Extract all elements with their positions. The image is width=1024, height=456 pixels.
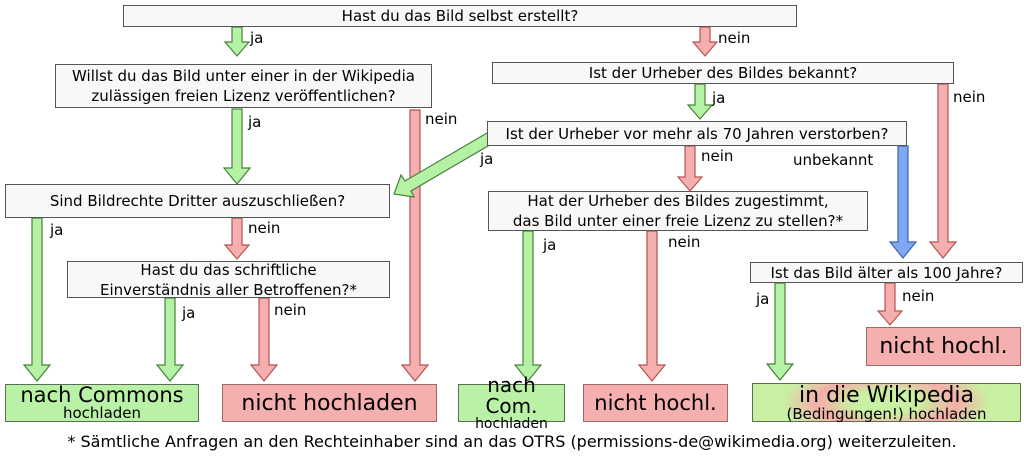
result-subtext: (Bedingungen!) hochladen — [786, 404, 987, 423]
arrow-nein-author-agreed — [637, 230, 667, 382]
result-nach-commons-short: nach Com. hochladen — [458, 374, 565, 431]
result-text: nach Commons — [20, 383, 184, 407]
edge-label-ja-written-consent: ja — [182, 304, 196, 322]
edge-label-ja-author-agreed: ja — [543, 236, 557, 254]
arrow-nein-author-known — [928, 83, 958, 259]
edge-label-nein-written-consent: nein — [274, 301, 307, 319]
question-written-consent: Hast du das schriftliche Einverständnis … — [67, 260, 390, 299]
question-text-line2: das Bild unter einer freie Lizenz zu ste… — [512, 212, 844, 230]
edge-label-unbekannt-died-70-years: unbekannt — [793, 151, 874, 169]
question-third-party-rights: Sind Bildrechte Dritter auszuschließen? — [5, 184, 390, 218]
footnote: * Sämtliche Anfragen an den Rechteinhabe… — [67, 432, 957, 451]
edge-label-nein-older-100-years: nein — [902, 287, 935, 305]
arrow-ja-author-agreed — [513, 230, 543, 382]
question-text-line2: Einverständnis aller Betroffenen?* — [100, 280, 357, 299]
question-text: Ist der Urheber des Bildes bekannt? — [588, 64, 858, 82]
question-text: Ist der Urheber vor mehr als 70 Jahren v… — [505, 124, 889, 143]
edge-label-ja-author-known: ja — [712, 89, 726, 107]
edge-label-ja-third-party: ja — [50, 221, 64, 239]
arrow-nein-older-100-years — [876, 282, 904, 326]
arrow-nein-free-license — [400, 109, 430, 382]
edge-label-ja-self-created: ja — [250, 29, 264, 47]
result-text: nicht hochl. — [594, 390, 717, 415]
question-text: Sind Bildrechte Dritter auszuschließen? — [49, 192, 346, 210]
edge-label-nein-third-party: nein — [248, 219, 281, 237]
edge-label-nein-died-70-years: nein — [701, 147, 734, 165]
arrow-ja-died-70-years-diagonal — [393, 132, 494, 198]
edge-label-nein-self-created: nein — [718, 29, 751, 47]
result-subtext: hochladen — [62, 404, 142, 422]
result-nicht-hochladen-short: nicht hochl. — [583, 384, 728, 422]
question-text-line2: zulässigen freien Lizenz veröffentlichen… — [91, 87, 396, 105]
question-died-70-years: Ist der Urheber vor mehr als 70 Jahren v… — [487, 121, 907, 146]
arrow-nein-written-consent — [249, 297, 279, 382]
result-in-die-wikipedia: in die Wikipedia (Bedingungen!) hochlade… — [752, 383, 1021, 422]
result-nicht-hochladen: nicht hochladen — [222, 384, 437, 422]
arrow-ja-author-known — [686, 83, 714, 120]
question-author-known: Ist der Urheber des Bildes bekannt? — [492, 62, 954, 84]
edge-label-nein-author-agreed: nein — [668, 233, 701, 251]
edge-label-ja-older-100-years: ja — [756, 290, 770, 308]
result-subtext: hochladen — [475, 415, 548, 432]
question-text-line1: Hat der Urheber des Bildes zugestimmt, — [527, 192, 829, 210]
question-self-created: Hast du das Bild selbst erstellt? — [123, 5, 797, 27]
arrow-ja-free-license — [222, 108, 252, 185]
result-nach-commons: nach Commons hochladen — [5, 384, 199, 422]
result-text: nach Com. — [485, 372, 538, 418]
arrow-nein-died-70-years — [676, 145, 704, 192]
result-text: nicht hochl. — [879, 334, 1008, 359]
question-text: Hast du das Bild selbst erstellt? — [341, 7, 579, 25]
arrow-unbekannt-died-70-years — [888, 145, 918, 259]
arrow-ja-older-100-years — [765, 282, 795, 381]
question-free-license: Willst du das Bild unter einer in der Wi… — [55, 64, 432, 108]
edge-label-ja-died-70-years: ja — [480, 150, 494, 168]
edge-label-ja-free-license: ja — [248, 113, 262, 131]
arrow-nein-third-party — [223, 217, 251, 260]
question-older-100-years: Ist das Bild älter als 100 Jahre? — [750, 262, 1023, 283]
result-text: nicht hochladen — [241, 390, 418, 416]
arrow-ja-third-party — [22, 217, 52, 382]
question-text: Ist das Bild älter als 100 Jahre? — [770, 263, 1003, 282]
question-author-agreed: Hat der Urheber des Bildes zugestimmt, d… — [488, 191, 868, 231]
edge-label-nein-free-license: nein — [425, 110, 458, 128]
edge-label-nein-author-known: nein — [953, 88, 986, 106]
result-nicht-hochladen-small: nicht hochl. — [866, 327, 1021, 366]
arrow-ja-self-created — [223, 26, 251, 57]
question-text-line1: Hast du das schriftliche — [140, 260, 317, 279]
arrow-nein-self-created — [691, 26, 719, 57]
question-text-line1: Willst du das Bild unter einer in der Wi… — [72, 67, 415, 85]
arrow-ja-written-consent — [155, 297, 185, 382]
result-text: in die Wikipedia — [799, 382, 974, 408]
